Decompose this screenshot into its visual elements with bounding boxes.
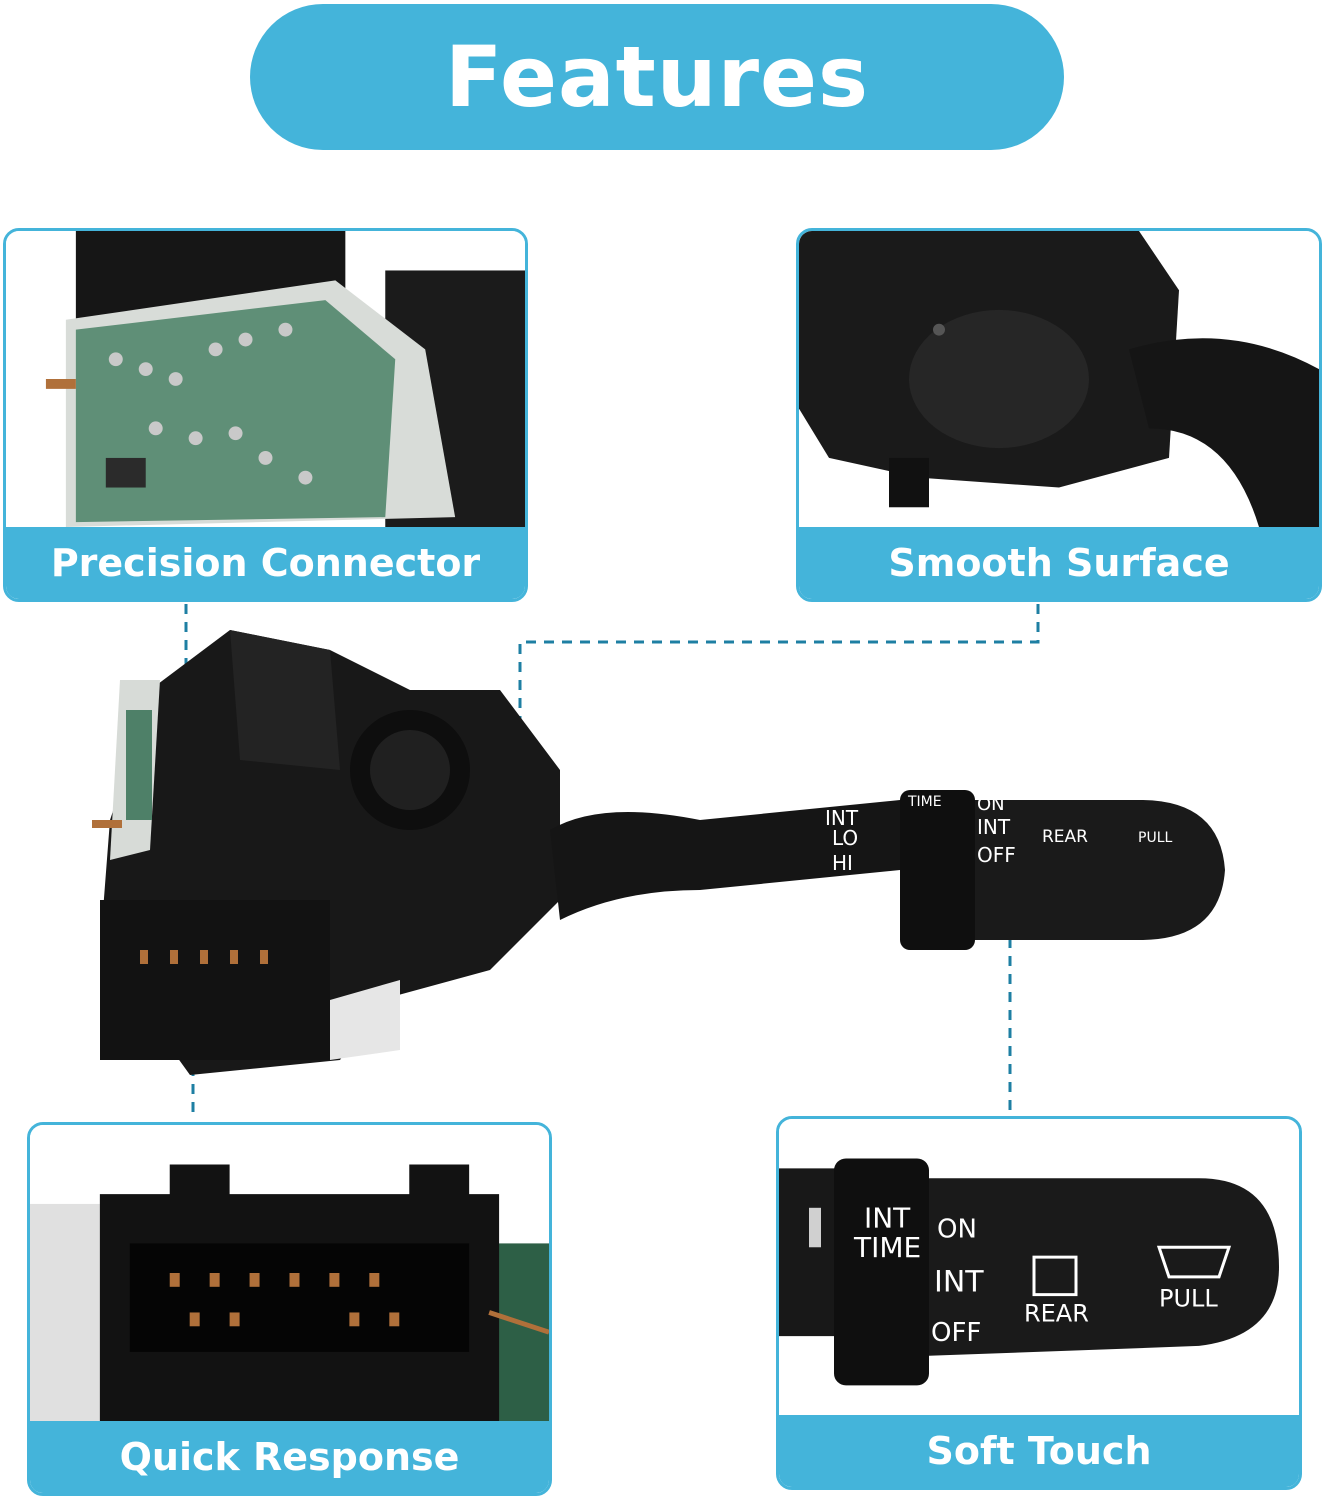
lever-label-int-2: INT — [977, 815, 1011, 839]
card-caption: Soft Touch — [926, 1429, 1152, 1473]
connector-plug-photo — [30, 1125, 549, 1421]
lever-tip-photo: INT TIME ON INT OFF REAR PULL — [779, 1119, 1299, 1415]
smooth-surface-card: Smooth Surface — [796, 228, 1322, 602]
precision-connector-card: Precision Connector — [3, 228, 528, 602]
closeup-label-int-2: INT — [934, 1265, 984, 1300]
lever-label-pull: PULL — [1138, 830, 1172, 846]
closeup-label-time: TIME — [853, 1231, 921, 1264]
card-caption: Precision Connector — [50, 541, 481, 585]
combination-switch-lever: INT LO HI TIME ON INT OFF REAR PULL — [80, 620, 1240, 1090]
lever-label-lo: LO — [832, 826, 858, 850]
page-title: Features — [445, 28, 869, 126]
card-caption: Quick Response — [119, 1435, 460, 1479]
closeup-label-int: INT — [864, 1202, 911, 1235]
switch-housing-photo — [799, 231, 1319, 527]
caption-bar: Smooth Surface — [799, 527, 1319, 599]
closeup-label-off: OFF — [931, 1318, 981, 1348]
lever-label-int: INT — [825, 806, 859, 830]
card-caption: Smooth Surface — [888, 541, 1230, 585]
lever-label-on: ON — [977, 794, 1005, 815]
lever-label-hi: HI — [832, 851, 853, 875]
soft-touch-card: INT TIME ON INT OFF REAR PULL Soft Touch — [776, 1116, 1302, 1490]
lever-label-off: OFF — [977, 843, 1016, 867]
caption-bar: Soft Touch — [779, 1415, 1299, 1487]
lever-label-rear: REAR — [1042, 827, 1088, 847]
circuit-board-photo — [6, 231, 525, 527]
lever-label-time: TIME — [907, 794, 942, 810]
closeup-label-on: ON — [937, 1215, 977, 1245]
caption-bar: Precision Connector — [6, 527, 525, 599]
closeup-label-rear: REAR — [1024, 1299, 1089, 1327]
features-title-banner: Features — [250, 4, 1064, 150]
caption-bar: Quick Response — [30, 1421, 549, 1493]
closeup-label-pull: PULL — [1159, 1285, 1218, 1313]
quick-response-card: Quick Response — [27, 1122, 552, 1496]
